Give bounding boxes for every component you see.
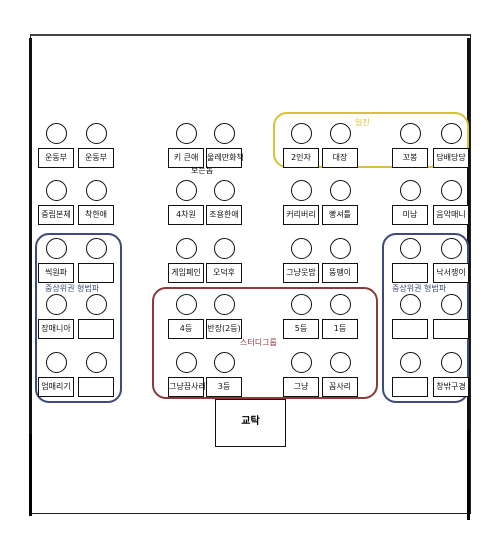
student-desk: 씩원파: [38, 263, 74, 283]
left-door: [29, 434, 32, 514]
student-head: [400, 352, 421, 373]
student-desk: 오덕후: [206, 263, 242, 283]
student-desk: 창밖구경: [433, 377, 469, 397]
student-head: [46, 123, 67, 144]
student-desk: 1등: [322, 319, 358, 339]
student-desk: 대장: [322, 148, 358, 168]
student-desk: 빵셔틀: [322, 205, 358, 225]
student-head: [291, 294, 312, 315]
student-desk: [78, 263, 114, 283]
student-desk: 운동부: [78, 148, 114, 168]
student-desk: 꼬봉: [392, 148, 428, 168]
student-head: [330, 352, 351, 373]
student-head: [176, 123, 197, 144]
student-head: [441, 294, 462, 315]
group-label-blue-left: 중상위권 형범파: [45, 284, 100, 293]
student-head: [291, 352, 312, 373]
student-desk: 뚱뗑이: [322, 263, 358, 283]
student-head: [176, 352, 197, 373]
student-desk: 담배당당: [433, 148, 469, 168]
left-wall: [29, 38, 32, 516]
student-head: [330, 294, 351, 315]
student-head: [400, 238, 421, 259]
student-head: [86, 123, 107, 144]
student-head: [330, 180, 351, 201]
group-box-study: [152, 287, 378, 399]
student-desk: [78, 319, 114, 339]
student-head: [400, 180, 421, 201]
student-head: [291, 123, 312, 144]
student-desk: 그냥: [283, 377, 319, 397]
student-desk: 그냥끔사러: [168, 377, 206, 397]
teacher-podium: 교탁: [215, 399, 286, 447]
watcher-note: 보는놈: [191, 166, 214, 175]
student-head: [86, 180, 107, 201]
student-head: [291, 238, 312, 259]
right-door: [467, 430, 470, 520]
student-head: [441, 180, 462, 201]
group-label-study: 스터디그룹: [240, 338, 277, 347]
student-desk: [392, 377, 428, 397]
student-desk: 울레만화책: [206, 148, 244, 168]
student-desk: 운동부: [38, 148, 74, 168]
student-head: [214, 238, 235, 259]
student-desk: 미남: [392, 205, 428, 225]
student-desk: 키 큰애: [168, 148, 204, 168]
student-head: [291, 180, 312, 201]
student-desk: 4차원: [168, 205, 204, 225]
student-head: [46, 180, 67, 201]
student-head: [214, 180, 235, 201]
student-desk: 중립본체: [38, 205, 74, 225]
student-desk: 꼼사리: [322, 377, 358, 397]
student-head: [441, 352, 462, 373]
student-desk: 조용한애: [206, 205, 242, 225]
group-box-blue-left: [35, 233, 122, 403]
student-head: [214, 294, 235, 315]
student-head: [400, 294, 421, 315]
student-head: [86, 294, 107, 315]
student-head: [176, 180, 197, 201]
student-head: [330, 123, 351, 144]
group-box-blue-right: [382, 233, 469, 403]
student-desk: 2인자: [283, 148, 319, 168]
student-desk: [433, 319, 469, 339]
group-label-blue-right: 중상위권 형범파: [392, 284, 447, 293]
student-head: [330, 238, 351, 259]
student-head: [86, 352, 107, 373]
student-desk: [392, 319, 428, 339]
student-head: [176, 238, 197, 259]
student-head: [400, 123, 421, 144]
student-desk: [392, 263, 428, 283]
student-desk: [78, 377, 114, 397]
student-desk: 음악매니: [433, 205, 469, 225]
student-desk: 엄매리기: [38, 377, 74, 397]
group-box-yellow: [273, 112, 469, 168]
student-head: [46, 352, 67, 373]
student-desk: 게임폐인: [168, 263, 204, 283]
student-desk: 3등: [206, 377, 242, 397]
student-head: [441, 238, 462, 259]
student-desk: 그냥웃밥: [283, 263, 319, 283]
student-head: [46, 238, 67, 259]
student-head: [46, 294, 67, 315]
group-label-yellow: 일진: [355, 118, 370, 127]
student-head: [214, 352, 235, 373]
student-desk: 낙서쟁이: [433, 263, 469, 283]
student-desk: 5등: [283, 319, 319, 339]
student-desk: 커리버리: [283, 205, 319, 225]
student-desk: 4등: [168, 319, 204, 339]
student-head: [441, 123, 462, 144]
student-head: [86, 238, 107, 259]
student-desk: 반장(2등): [206, 319, 242, 339]
student-desk: 장매니아: [38, 319, 74, 339]
student-head: [214, 123, 235, 144]
student-desk: 착한애: [78, 205, 114, 225]
student-head: [176, 294, 197, 315]
